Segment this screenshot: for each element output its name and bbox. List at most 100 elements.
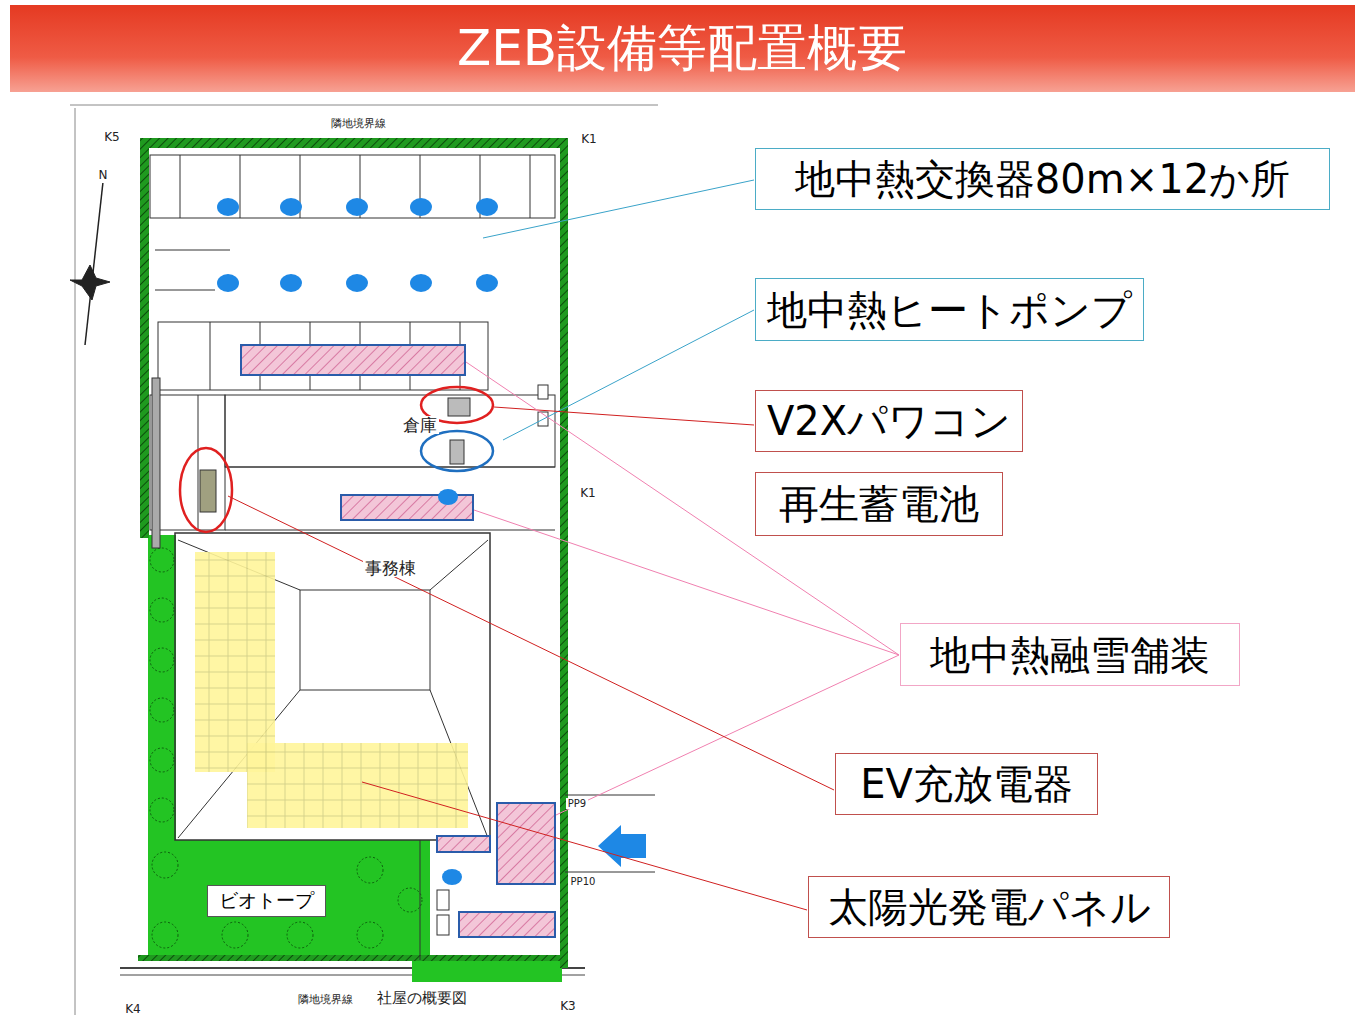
tree-symbol [152, 852, 178, 878]
plan-annotation: K1 [579, 133, 599, 146]
hatched-area [497, 803, 555, 884]
well-dot [410, 198, 432, 216]
parking-shed [158, 322, 488, 390]
callout-text: 地中熱交換器80m×12か所 [795, 156, 1290, 202]
building-label: 倉庫 [401, 416, 439, 435]
plan-symbol [538, 385, 548, 399]
callout-box: 地中熱交換器80m×12か所 [755, 148, 1330, 210]
well-dot [280, 274, 302, 292]
well-dot [476, 198, 498, 216]
green-border [138, 955, 568, 961]
roof-top [300, 590, 430, 690]
well-dot [217, 198, 239, 216]
equipment [200, 385, 548, 512]
storage-building [225, 395, 555, 467]
highlight-ring [421, 431, 493, 471]
highlight-ring [180, 448, 232, 532]
north-arrow [70, 265, 110, 300]
entrance-arrow [598, 825, 646, 867]
callout-box: V2Xパワコン [755, 390, 1023, 452]
building-outlines [150, 155, 655, 960]
callout-box: 太陽光発電パネル [808, 876, 1170, 938]
office-building [175, 533, 490, 840]
well-dot [217, 274, 239, 292]
parking-line [530, 155, 531, 218]
plan-line [225, 467, 555, 468]
plan-line [565, 795, 655, 796]
solar-panels [195, 552, 468, 828]
tree-symbol [150, 798, 174, 822]
plan-line [155, 250, 230, 251]
plan-line [210, 322, 211, 390]
leader-line [228, 496, 834, 790]
plan-frame [70, 105, 658, 106]
plan-frame [75, 108, 76, 1015]
area-label-box: ビオトープ [207, 885, 326, 917]
tree-symbol [150, 748, 174, 772]
ev-charger [200, 470, 216, 512]
parking-line [240, 155, 241, 218]
callout-text: 再生蓄電池 [779, 481, 979, 527]
plan-annotation: K4 [123, 1003, 143, 1016]
plan-line [198, 395, 199, 530]
snow-melting-pavement [241, 345, 555, 937]
tree-symbol [150, 648, 174, 672]
highlight-rings [180, 387, 493, 532]
figure-caption: 社屋の概要図 [375, 990, 469, 1007]
tree-symbol [150, 548, 174, 572]
parking-area [150, 155, 555, 218]
ground-heat-wells [217, 198, 498, 885]
well-dot [438, 489, 458, 505]
plan-annotation: PP10 [569, 876, 598, 887]
roof-line [430, 540, 488, 590]
leader-line [503, 310, 754, 440]
slide-title: ZEB設備等配置概要 [457, 21, 907, 76]
plan-line [565, 872, 655, 873]
hatched-area [241, 345, 465, 375]
plan-annotation: N [97, 169, 110, 182]
plan-line [420, 840, 421, 960]
callout-text: ビオトープ [219, 890, 314, 912]
green-areas [138, 138, 568, 982]
north-arrow [70, 182, 110, 345]
tree-symbol [150, 598, 174, 622]
tree-symbol [357, 922, 383, 948]
tree-symbol [357, 857, 383, 883]
plan-annotation: PP9 [566, 798, 588, 809]
callout-text: EV充放電器 [860, 761, 1073, 807]
callout-box: 地中熱融雪舗装 [900, 623, 1240, 686]
tree-symbol [150, 698, 174, 722]
plan-frame [70, 105, 658, 1015]
battery-unit [450, 440, 464, 464]
well-dot [346, 274, 368, 292]
well-dot [476, 274, 498, 292]
tree-symbol [152, 922, 178, 948]
hatched-area [459, 912, 555, 937]
plan-line [437, 890, 449, 910]
plan-annotation: K5 [102, 131, 122, 144]
solar-panel [195, 552, 275, 772]
well-dot [410, 274, 432, 292]
hatched-area [437, 836, 490, 852]
tree-symbol [287, 922, 313, 948]
green-area [412, 960, 562, 982]
title-banner [10, 5, 1355, 92]
leader-line [362, 782, 807, 910]
building-label: 事務棟 [363, 559, 418, 578]
callout-box: 再生蓄電池 [755, 472, 1003, 536]
callout-text: 地中熱融雪舗装 [930, 632, 1210, 678]
plan-line [155, 290, 215, 291]
well-dot [442, 869, 462, 885]
solar-panel [247, 743, 468, 828]
callout-text: V2Xパワコン [767, 398, 1011, 444]
plan-annotation: 隣地境界線 [296, 994, 355, 1006]
plan-annotation: K3 [558, 1000, 578, 1013]
leader-line [483, 180, 754, 238]
green-border [560, 138, 568, 968]
v2x-unit [448, 398, 470, 416]
callout-box: 地中熱ヒートポンプ [755, 278, 1144, 341]
green-border [140, 138, 568, 148]
plan-line [437, 915, 449, 935]
